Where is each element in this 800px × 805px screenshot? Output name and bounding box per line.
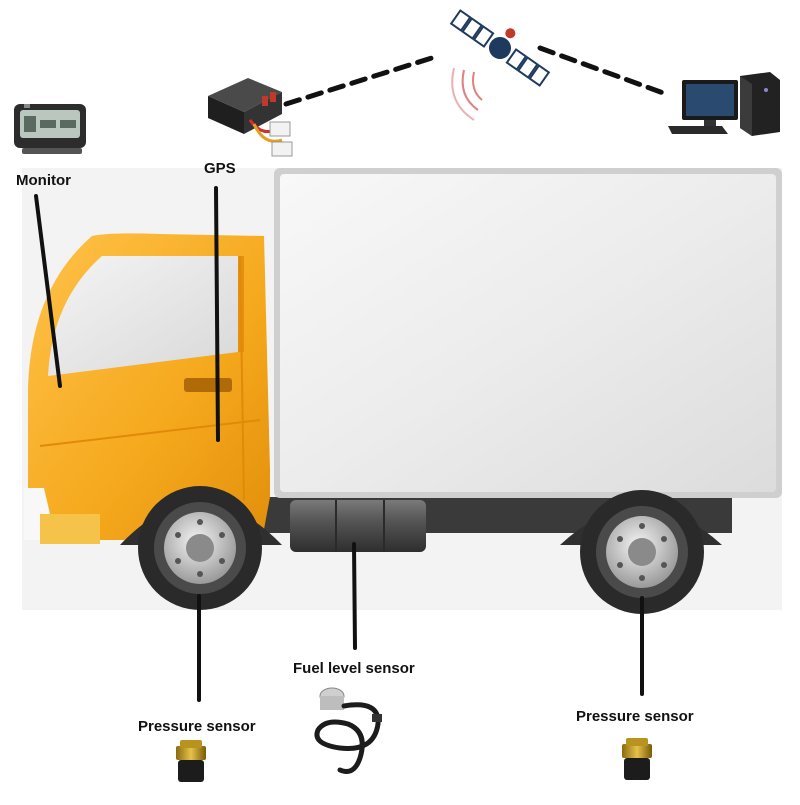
desktop-computer-icon [668,72,780,136]
connection-lines [34,45,669,702]
front-wheel [138,486,262,610]
label-gps: GPS [204,160,236,177]
fuel-tank [290,500,426,552]
fuel-level-sensor-icon [314,687,382,774]
tire-pressure-monitor-icon [14,104,86,154]
label-pressure-sensor-rear: Pressure sensor [576,708,694,725]
label-pressure-sensor-front: Pressure sensor [138,718,256,735]
monitor-leader-line [34,194,62,388]
tire-pressure-sensor-front-icon [176,740,206,782]
gps-satellite-link [283,53,441,107]
rear-wheel [580,490,704,614]
label-fuel-level-sensor: Fuel level sensor [293,660,415,677]
tire-pressure-sensor-rear-icon [622,738,652,780]
gps-tracker-icon [208,78,293,157]
satellite-computer-link [537,45,669,97]
label-monitor: Monitor [16,172,71,189]
satellite-icon [449,9,551,121]
fuel-sensor-leader-line [352,542,357,650]
gps-leader-line [214,186,220,442]
truck [24,168,782,614]
door-handle [184,378,232,392]
cab-window [48,256,238,376]
